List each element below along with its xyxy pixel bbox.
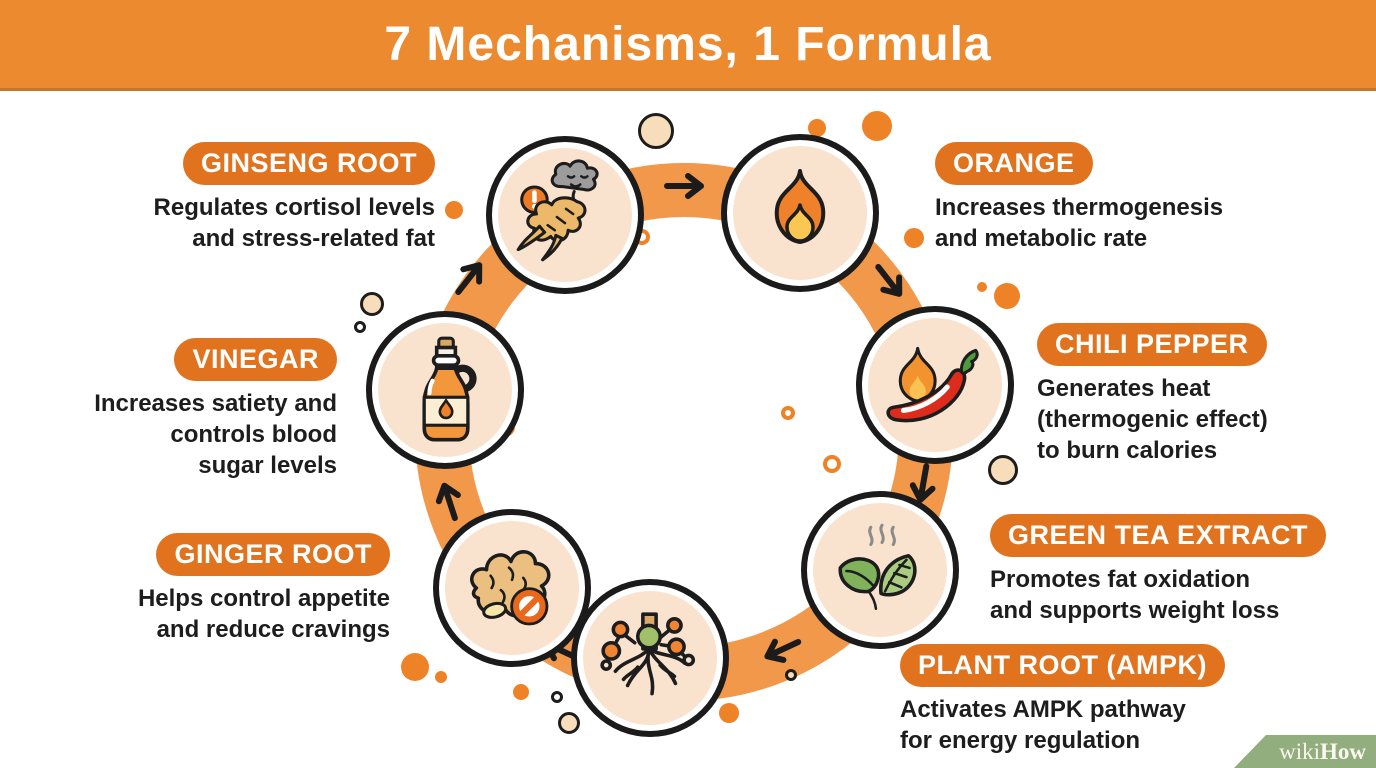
decor-dot xyxy=(551,691,563,703)
wikihow-logo-wiki: wiki xyxy=(1279,738,1320,764)
label-pill: VINEGAR xyxy=(174,338,337,381)
tea-leaves-icon xyxy=(838,523,917,610)
label-description: Generates heat (thermogenic effect) to b… xyxy=(1037,375,1268,464)
decor-dot xyxy=(401,653,429,681)
node-ginseng-root xyxy=(486,136,644,294)
decor-dot xyxy=(354,321,366,333)
label-pill: GINGER ROOT xyxy=(156,533,390,576)
label-description: Activates AMPK pathway for energy regula… xyxy=(900,696,1186,754)
node-vinegar xyxy=(366,311,524,469)
node-orange-inner xyxy=(733,146,867,280)
decor-dot xyxy=(445,201,463,219)
label-ginger-root: GINGER ROOT Helps control appetite and r… xyxy=(138,533,390,645)
wikihow-logo-how: How xyxy=(1320,738,1366,764)
decor-dot xyxy=(904,228,924,248)
label-pill: GINSENG ROOT xyxy=(182,142,435,185)
decor-dot xyxy=(785,669,797,681)
label-pill: ORANGE xyxy=(935,142,1093,185)
node-green-tea xyxy=(801,491,959,649)
flow-arrow xyxy=(875,264,903,297)
label-ginseng-root: GINSENG ROOT Regulates cortisol levels a… xyxy=(154,142,435,254)
node-vinegar-inner xyxy=(378,323,512,457)
decor-dot xyxy=(360,292,384,316)
label-pill: PLANT ROOT (AMPK) xyxy=(900,644,1225,687)
flame-icon xyxy=(774,169,826,244)
label-description: Increases satiety and controls blood sug… xyxy=(94,390,337,479)
node-chili-inner xyxy=(868,318,1002,452)
node-ginger-root xyxy=(433,509,591,667)
flow-arrow xyxy=(909,463,936,503)
label-orange: ORANGE Increases thermogenesis and metab… xyxy=(935,142,1223,254)
decor-dot xyxy=(862,111,892,141)
label-pill: GREEN TEA EXTRACT xyxy=(990,514,1327,557)
decor-dot xyxy=(977,282,987,292)
node-plant-root-inner xyxy=(583,591,717,725)
title-bar: 7 Mechanisms, 1 Formula xyxy=(0,0,1376,91)
decor-dot xyxy=(435,671,447,683)
ginseng-root-icon xyxy=(516,159,599,262)
decor-dot xyxy=(988,455,1018,485)
label-description: Regulates cortisol levels and stress-rel… xyxy=(153,194,435,252)
node-chili-pepper xyxy=(856,306,1014,464)
node-ginseng-inner xyxy=(498,148,632,282)
decor-dot xyxy=(823,455,841,473)
label-vinegar: VINEGAR Increases satiety and controls b… xyxy=(94,338,337,481)
vinegar-bottle-icon xyxy=(422,336,477,442)
page-title: 7 Mechanisms, 1 Formula xyxy=(384,17,992,71)
node-orange xyxy=(721,134,879,292)
node-plant-root-ampk xyxy=(571,579,729,737)
decor-dot xyxy=(808,119,826,137)
label-description: Promotes fat oxidation and supports weig… xyxy=(990,566,1280,624)
flow-arrow xyxy=(435,482,461,522)
decor-dot xyxy=(781,406,795,420)
flow-arrow xyxy=(764,638,802,663)
plant-root-molecule-icon xyxy=(600,612,696,696)
label-chili-pepper: CHILI PEPPER Generates heat (thermogenic… xyxy=(1037,323,1268,466)
chili-pepper-icon xyxy=(886,346,979,423)
ginger-root-icon xyxy=(470,550,551,626)
node-ginger-inner xyxy=(445,521,579,655)
label-pill: CHILI PEPPER xyxy=(1037,323,1267,366)
decor-dot xyxy=(513,684,529,700)
decor-dot xyxy=(638,113,674,149)
decor-dot xyxy=(558,712,580,734)
label-plant-root-ampk: PLANT ROOT (AMPK) Activates AMPK pathway… xyxy=(900,644,1225,756)
decor-dot xyxy=(719,703,739,723)
node-green-tea-inner xyxy=(813,503,947,637)
flow-arrow xyxy=(455,262,483,295)
decor-dot xyxy=(994,283,1020,309)
label-description: Increases thermogenesis and metabolic ra… xyxy=(935,194,1224,252)
label-green-tea-extract: GREEN TEA EXTRACT Promotes fat oxidation… xyxy=(990,514,1327,626)
flow-arrow xyxy=(664,173,704,199)
label-description: Helps control appetite and reduce cravin… xyxy=(137,585,390,643)
